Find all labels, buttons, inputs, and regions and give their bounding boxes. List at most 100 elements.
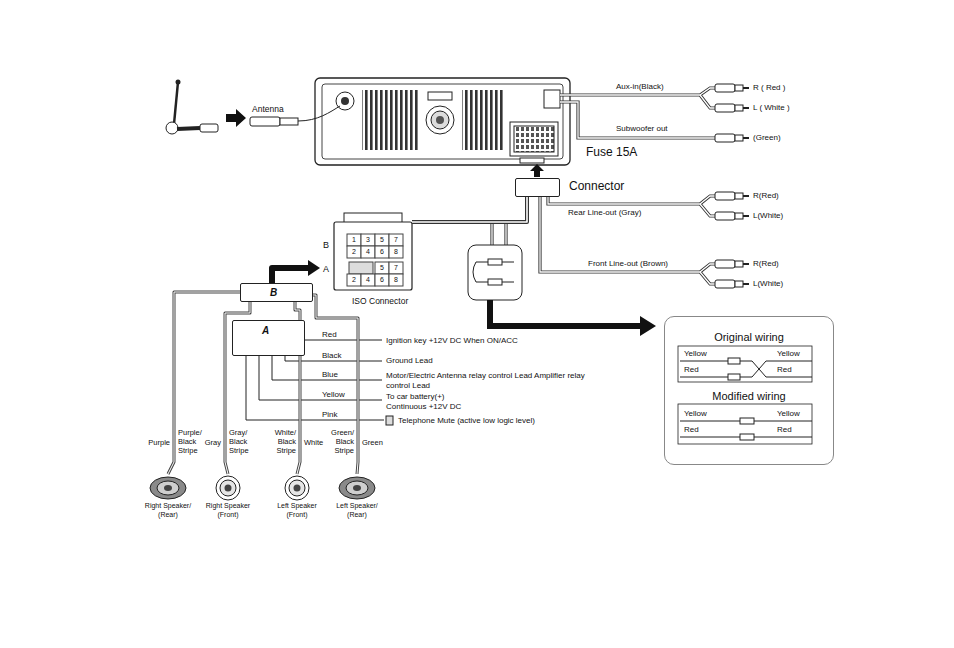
speaker: Left Speaker/ (Rear): [326, 474, 388, 520]
head-unit: [315, 78, 570, 165]
wiring-panel-text: Original wiring: [665, 331, 833, 344]
pin-number: 8: [390, 248, 402, 257]
wire-color: Red: [322, 330, 337, 340]
connector-box: Connector: [515, 178, 560, 197]
iso-connector: BAISO Connector: [320, 213, 412, 290]
pin-number: 4: [362, 276, 374, 285]
insert-arrow: [530, 164, 544, 177]
speaker: Left Speaker (Front): [266, 474, 328, 520]
iso-housing: [389, 274, 403, 286]
head-unit: [341, 97, 349, 105]
head-unit: [514, 126, 554, 152]
wire-color: White: [304, 438, 323, 447]
plug-label: R(Red): [753, 259, 779, 269]
head-unit: [436, 116, 444, 124]
iso-housing: [389, 262, 403, 274]
plug-label: R ( Red ): [753, 83, 785, 93]
pin-number: 7: [390, 264, 402, 273]
pin-number: 6: [376, 248, 388, 257]
iso-housing: [347, 246, 361, 258]
cable-label: Subwoofer out: [616, 124, 668, 134]
power-leads: [386, 416, 393, 425]
pin-number: 2: [348, 248, 360, 257]
wire-color: Yellow: [777, 409, 800, 419]
wire-color: Red: [684, 365, 699, 375]
plug-label: (Green): [753, 133, 781, 143]
wiring-inset: [740, 434, 754, 440]
speaker-cone: [339, 477, 375, 499]
iso-housing: [375, 246, 389, 258]
speaker-icon: [277, 475, 317, 501]
power-leads: [297, 340, 382, 341]
antenna-illustration: [250, 117, 280, 126]
wiring-panel: Original wiringModified wiring: [664, 316, 834, 465]
speaker-cap: [294, 485, 301, 492]
head-unit: [462, 90, 504, 150]
pin-number: 2: [348, 276, 360, 285]
head-unit: [520, 158, 544, 163]
wire-core: [412, 197, 527, 222]
connector-group: [412, 197, 527, 222]
wire-color: Green/ Black Stripe: [324, 428, 354, 455]
iso-housing: [361, 246, 375, 258]
head-unit: [322, 84, 563, 159]
wire-connector: [272, 268, 309, 283]
iso-housing: [349, 262, 373, 274]
wire-color: Red: [684, 425, 699, 435]
wire-color: Yellow: [684, 409, 707, 419]
wire-color: Purple: [140, 438, 170, 447]
wiring-inset: [728, 374, 740, 380]
connector-box-text: Connector: [569, 180, 624, 194]
iso-housing: [375, 274, 389, 286]
plug-label: L(White): [753, 211, 783, 221]
inline-connector: [488, 279, 502, 285]
iso-housing: [334, 222, 412, 290]
iso-housing: [375, 262, 389, 274]
speaker-cone: [157, 481, 179, 495]
inline-connector: [487, 300, 656, 336]
rca-cable: [540, 197, 715, 284]
pin-number: 7: [390, 236, 402, 245]
lead-description: Ignition key +12V DC When ON/ACC: [386, 336, 518, 346]
inline-connector: [488, 259, 502, 265]
speaker-text: Right Speaker (Front): [197, 502, 259, 519]
wire-color: Yellow: [322, 390, 345, 400]
pin-number: 5: [376, 236, 388, 245]
speaker: Right Speaker (Front): [197, 474, 259, 520]
rca-cable: [715, 104, 749, 112]
wiring-inset: [740, 418, 754, 424]
speaker-cone: [289, 480, 305, 496]
antenna-plug-text: Antenna: [252, 104, 284, 114]
iso-housing: [375, 234, 389, 246]
wire-color: Black: [322, 351, 342, 361]
pin-number: 4: [362, 248, 374, 257]
head-unit: [362, 90, 420, 150]
wire-color: Yellow: [777, 349, 800, 359]
head-unit: [544, 90, 560, 108]
wire-color: Red: [777, 425, 792, 435]
power-leads: [246, 356, 384, 420]
iso-connector-text: B: [323, 240, 329, 251]
wiring-inset: [728, 358, 740, 364]
rca-cable: [715, 84, 749, 92]
antenna-illustration: [200, 124, 218, 132]
cable-label: Front Line-out (Brown): [588, 259, 668, 269]
iso-housing: [389, 246, 403, 258]
antenna-illustration: [280, 118, 298, 125]
cable-label: Rear Line-out (Gray): [568, 208, 641, 218]
head-unit: [428, 92, 452, 100]
inline-connector: [468, 245, 522, 300]
connector-group: [272, 260, 320, 283]
lead-description: Telephone Mute (active low logic level): [398, 416, 535, 426]
speaker-text: Left Speaker/ (Rear): [326, 502, 388, 519]
speaker-cap: [164, 485, 172, 491]
pin-number: 8: [390, 276, 402, 285]
power-leads: [259, 356, 382, 400]
antenna-illustration: [166, 122, 178, 134]
pin-number: 5: [376, 264, 388, 273]
wire-connector: [412, 197, 527, 222]
wiring-inset: [680, 361, 812, 377]
